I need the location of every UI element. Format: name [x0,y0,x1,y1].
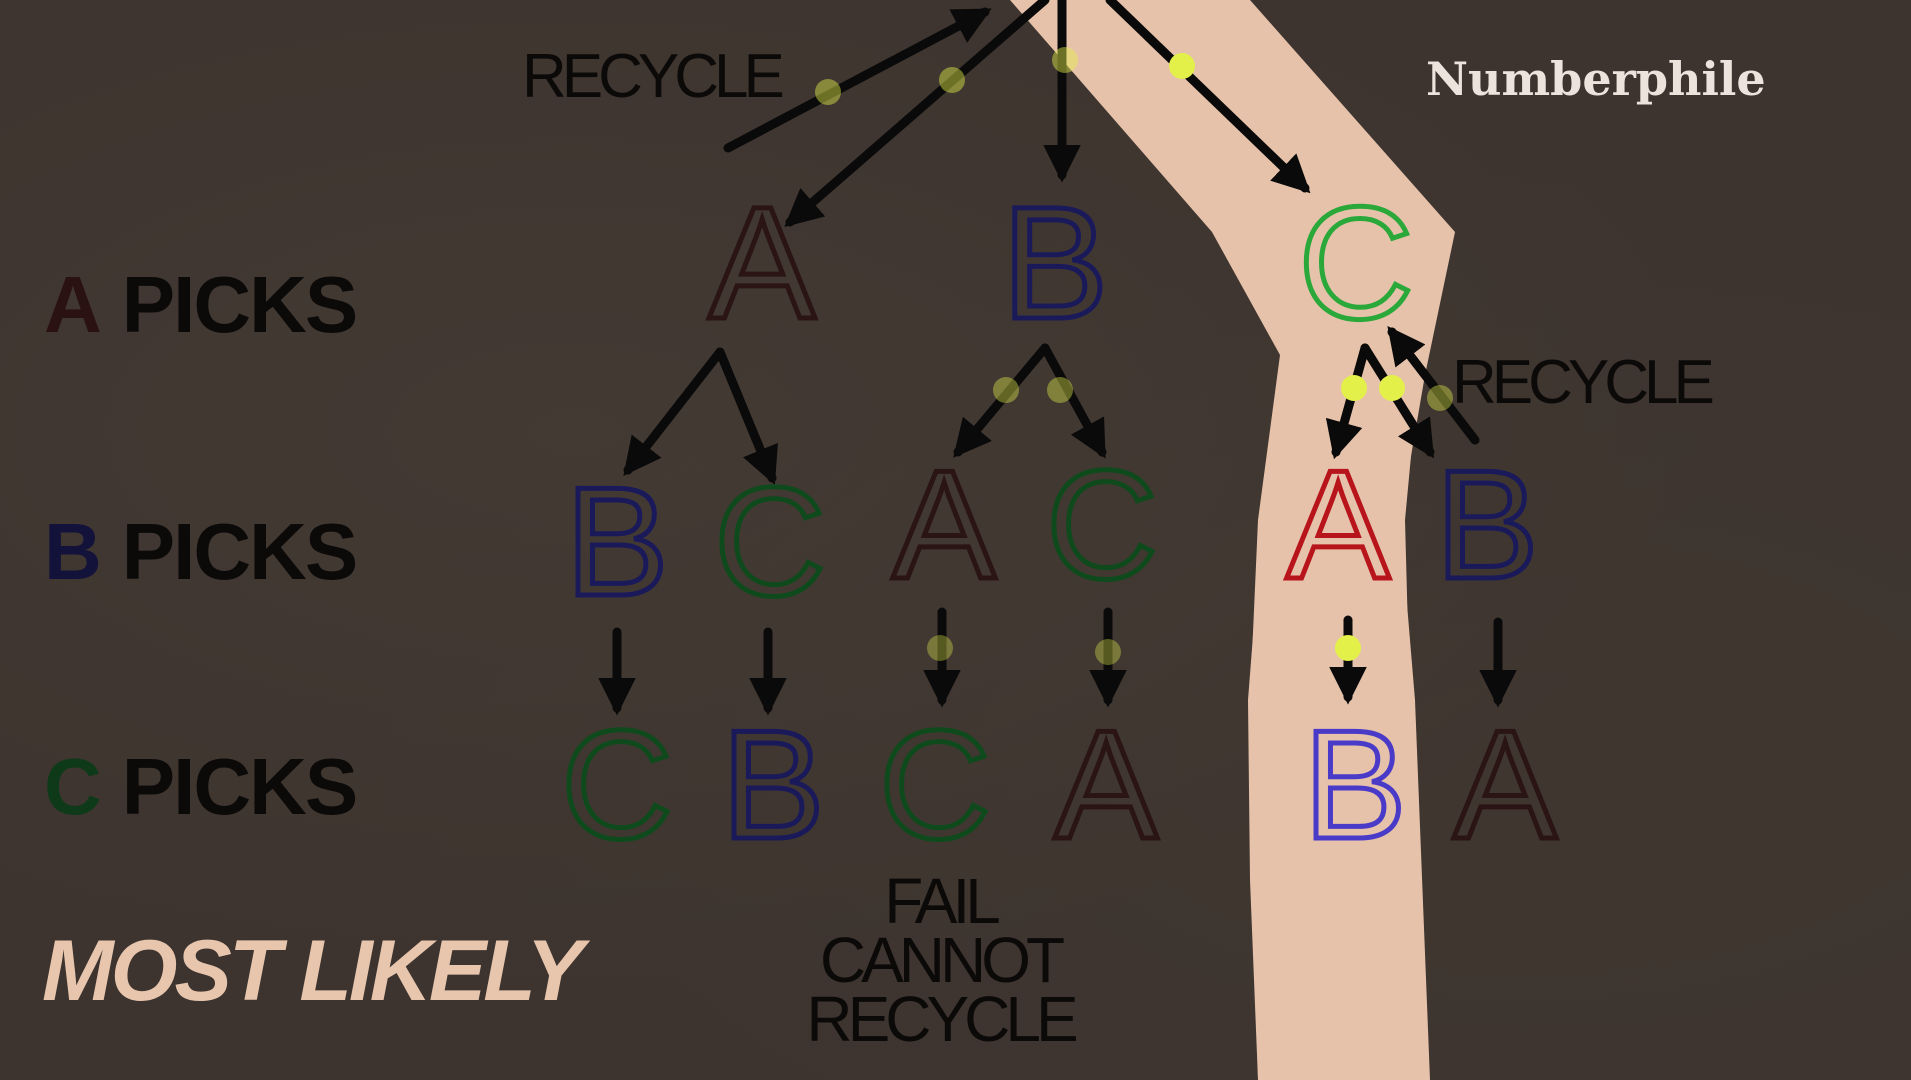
tree-node-a_c: C [714,455,826,628]
path-marker-dot [1169,53,1195,79]
numberphile-watermark: Numberphile [1426,52,1766,106]
path-marker-dot [1427,385,1453,411]
path-marker-dot [1052,47,1078,73]
most-likely-label: MOST LIKELY [42,923,584,1019]
arrow-root-to-c [1105,0,1311,194]
fail-line-3: RECYCLE [806,982,1078,1055]
path-marker-dot [1047,377,1073,403]
tree-node-b_c: C [1046,438,1158,611]
fail-line-2: CANNOT [819,923,1065,996]
row-label-who: A [44,260,102,349]
path-markers [815,47,1453,665]
arrow-c-to-b [1360,343,1435,459]
fail-line-1: FAIL [884,865,1001,937]
arrow-recycle-top [723,7,992,153]
tree-node-c_b_a: A [1453,698,1557,871]
path-marker-dot [1379,375,1405,401]
path-marker-dot [1335,635,1361,661]
path-marker-dot [1341,375,1367,401]
tree-node-b_a: A [892,438,996,611]
tree-node-c_a: A [1286,438,1390,611]
arrow-b-to-a [953,343,1050,458]
tree-node-b_a_c: C [879,698,991,871]
tree-node-a_c_b: B [721,698,824,871]
recycle-label-right: RECYCLE [1452,348,1715,417]
tree-node-c_a_b: B [1303,698,1406,871]
row-label-verb: PICKS [121,260,358,349]
row-label-verb: PICKS [121,507,358,596]
path-marker-dot [927,635,953,661]
arrow-b-to-c [1040,343,1107,459]
tree-node-a_b_c: C [561,698,673,871]
row-label-verb: PICKS [121,742,358,831]
tree-node-b_c_a: A [1054,698,1158,871]
path-marker-dot [993,377,1019,403]
row-label-who: B [44,507,102,596]
arrow-a-to-c [715,347,778,485]
tree-node-c1: C [1298,173,1414,352]
tree-node-a_b: B [565,455,668,628]
arrow-root-to-a [784,0,1050,227]
most-likely-path-band-lower [1248,350,1420,1080]
arrow-a-to-b [623,347,725,476]
recycle-label-top: RECYCLE [522,42,785,111]
path-marker-dot [939,67,965,93]
tree-node-a1: A [709,173,816,352]
path-marker-dot [1095,639,1121,665]
tree-node-b1: B [1002,173,1109,352]
tree-node-c_b: B [1435,438,1538,611]
tree-arrows [598,0,1517,716]
path-marker-dot [815,79,841,105]
fail-cannot-recycle-label: FAIL CANNOT RECYCLE [760,865,1120,1055]
row-label-who: C [44,742,102,831]
arrow-recycle-right [1387,326,1480,445]
